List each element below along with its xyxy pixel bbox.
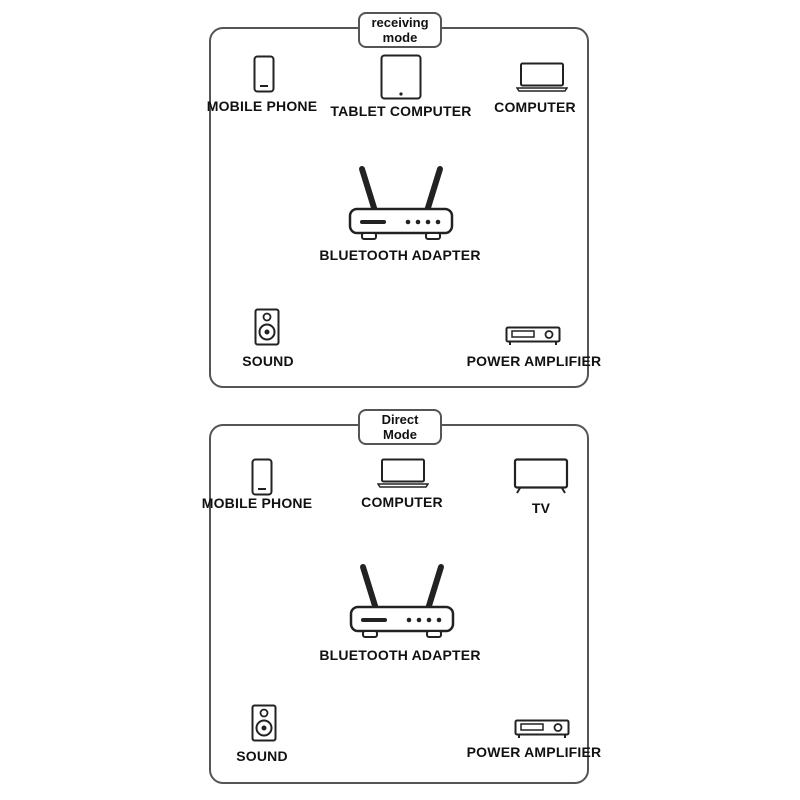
speaker-icon <box>254 308 280 346</box>
sound-label: SOUND <box>242 353 294 369</box>
mobile-phone-label: MOBILE PHONE <box>206 98 318 114</box>
computer-label: COMPUTER <box>361 494 443 510</box>
mobile-phone-label: MOBILE PHONE <box>201 495 313 511</box>
mobile-phone-icon <box>253 55 275 93</box>
tv-icon <box>513 458 569 494</box>
mobile-phone-icon <box>251 458 273 496</box>
tablet-computer-icon <box>380 54 422 100</box>
tablet-computer-label: TABLET COMPUTER <box>330 103 472 119</box>
power-amplifier-icon <box>505 326 561 345</box>
sound-label: SOUND <box>236 748 288 764</box>
speaker-icon <box>251 704 277 742</box>
bluetooth-adapter-label: BLUETOOTH ADAPTER <box>319 247 481 263</box>
computer-icon <box>516 62 568 92</box>
power-amplifier-label: POWER AMPLIFIER <box>466 353 602 369</box>
bluetooth-adapter-icon <box>348 166 454 240</box>
power-amplifier-label: POWER AMPLIFIER <box>466 744 602 760</box>
direct-mode-badge: Direct Mode <box>358 409 442 445</box>
tv-label: TV <box>531 500 551 516</box>
bluetooth-adapter-icon <box>349 564 455 638</box>
mode-title-line2: mode <box>382 30 418 45</box>
mode-title-line2: Mode <box>383 427 417 442</box>
mode-title-line1: Direct <box>381 412 419 427</box>
computer-label: COMPUTER <box>494 99 576 115</box>
computer-icon <box>377 458 429 488</box>
receiving-mode-badge: receiving mode <box>358 12 442 48</box>
power-amplifier-icon <box>514 719 570 738</box>
bluetooth-adapter-label: BLUETOOTH ADAPTER <box>319 647 481 663</box>
mode-title-line1: receiving <box>371 15 429 30</box>
